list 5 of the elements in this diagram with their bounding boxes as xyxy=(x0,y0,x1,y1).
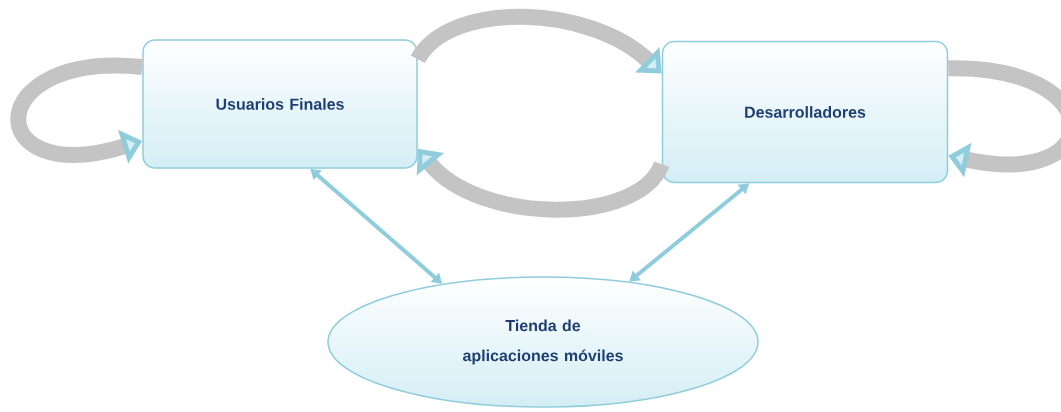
process-box: Usuarios Finales xyxy=(142,39,418,169)
ellipse-node: Tienda de aplicaciones móviles xyxy=(327,276,759,408)
curved-block-arrow xyxy=(411,8,662,74)
curved-block-arrow xyxy=(947,60,1061,178)
process-box: Desarrolladores xyxy=(661,40,949,184)
